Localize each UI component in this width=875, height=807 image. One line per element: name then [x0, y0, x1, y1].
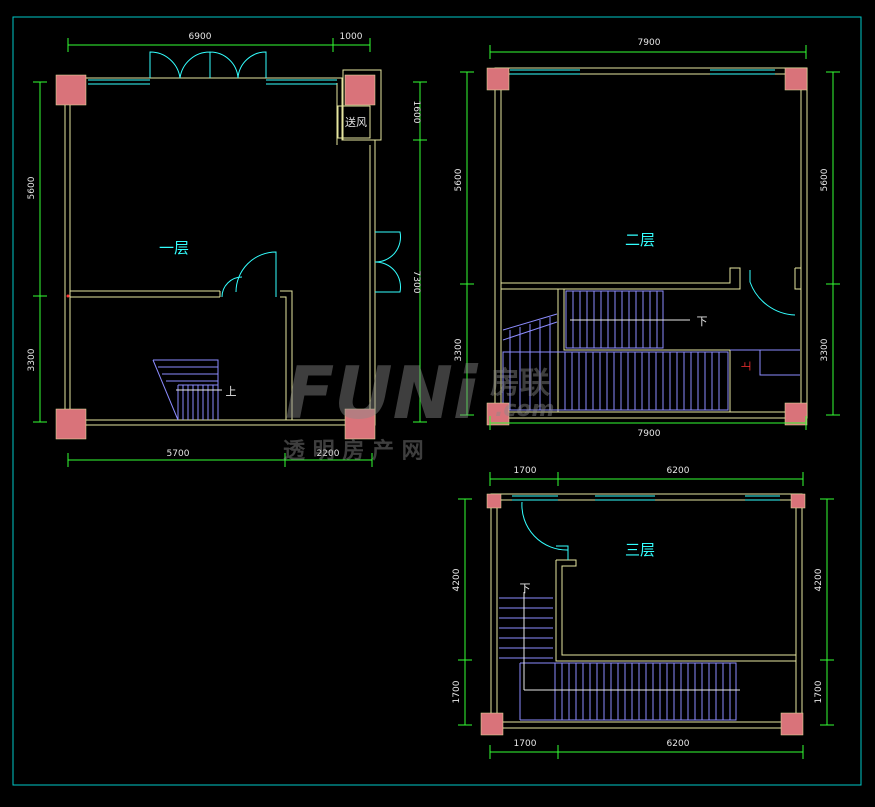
- floor2-stair-wall: [500, 289, 731, 412]
- floor3-dimension-lines: [458, 472, 834, 759]
- floor3-windows: [512, 495, 780, 560]
- floor1-dim-right-a: 1600: [411, 101, 421, 124]
- floor2-stair-label: 下: [697, 315, 708, 328]
- floor2-dim-left-a: 5600: [454, 168, 464, 191]
- floor2-windows: [510, 69, 796, 316]
- floor1-doors: [88, 51, 401, 298]
- column: [790, 493, 806, 509]
- floor3-dim-top-b: 6200: [667, 466, 690, 476]
- floor2-interior-wall: [501, 267, 801, 290]
- floor3-interior-wall: [555, 559, 796, 662]
- floor1-interior-wall: [70, 290, 293, 420]
- floor1-side-door: [374, 231, 401, 293]
- column: [780, 712, 804, 736]
- floor1-label: 一层: [159, 239, 189, 257]
- floor2-dim-bottom: 7900: [638, 429, 661, 439]
- column: [55, 408, 87, 440]
- floor2-plan: [494, 67, 808, 419]
- column: [344, 408, 376, 440]
- floor3-door: [521, 501, 569, 560]
- column: [55, 74, 87, 106]
- floor3-dimension-text: 1700 6200 4200 1700 4200 1700 1700 6200: [452, 466, 824, 749]
- floor2-label: 二层: [625, 231, 655, 249]
- floor1-window-top: [88, 79, 337, 85]
- floor3-label: 三层: [625, 541, 655, 559]
- floor3-dim-right-a: 4200: [814, 568, 824, 591]
- floor2-door: [749, 270, 796, 316]
- floor3-stair: [499, 597, 737, 721]
- floor3-dim-left-a: 4200: [452, 568, 462, 591]
- floor1-dim-top-a: 6900: [189, 32, 212, 42]
- floor2-inner-wall: [500, 73, 802, 413]
- floor2-window-top: [510, 69, 775, 75]
- floor1-shaft-inner: [337, 105, 371, 139]
- floor2-columns: [486, 67, 808, 426]
- column: [486, 493, 502, 509]
- floor3-window-top: [512, 495, 780, 501]
- floor1-room-door: [221, 251, 277, 298]
- floor2-dim-right-b: 3300: [820, 338, 830, 361]
- floor2-dim-left-b: 3300: [454, 338, 464, 361]
- floor2-dimension-text: 7900 5600 3300 5600 3300 7900: [454, 38, 830, 439]
- drawing-frame: [12, 16, 862, 786]
- red-marker: [66, 294, 70, 298]
- floor3-columns: [480, 493, 806, 736]
- floor1-dim-left-a: 5600: [27, 176, 37, 199]
- floor1-shaft-label: 送风: [345, 115, 367, 129]
- watermark-logo-com: .com: [495, 397, 554, 422]
- floor1-stair: [152, 359, 219, 421]
- column: [486, 67, 510, 91]
- floor1-dim-right-b: 7300: [411, 271, 421, 294]
- floor1-outer-wall: [64, 77, 376, 426]
- floor2-outer-wall: [494, 67, 808, 419]
- floor1-stair-label: 上: [226, 385, 237, 398]
- floor1-dim-left-b: 3300: [27, 348, 37, 371]
- floor1-dim-bottom-a: 5700: [167, 449, 190, 459]
- watermark: FUNi 房联 .com 透 明 房 产 网: [283, 351, 554, 464]
- floor3-dim-bottom-a: 1700: [514, 739, 537, 749]
- watermark-logo: FUNi: [285, 351, 479, 435]
- column: [784, 402, 808, 426]
- floor2-dim-right-a: 5600: [820, 168, 830, 191]
- watermark-tagline: 透 明 房 产 网: [283, 438, 424, 464]
- floor3-outer-wall: [490, 493, 803, 729]
- floor3-dim-right-b: 1700: [814, 680, 824, 703]
- floor3-dim-left-b: 1700: [452, 680, 462, 703]
- floor1-shaft: [342, 69, 382, 141]
- column: [784, 67, 808, 91]
- floor1-dim-top-b: 1000: [340, 32, 363, 42]
- column: [344, 74, 376, 106]
- floor3-stair-label: 下: [520, 582, 531, 595]
- column: [486, 402, 510, 426]
- floor2-mark-label: 上: [741, 361, 753, 371]
- floor1-plan: [64, 69, 382, 426]
- floor1-entrance-door: [149, 51, 267, 79]
- watermark-logo-cn: 房联: [490, 366, 550, 401]
- floor3-dim-bottom-b: 6200: [667, 739, 690, 749]
- column: [480, 712, 504, 736]
- floor2-stair: [502, 290, 800, 411]
- floor1-columns: [55, 74, 376, 440]
- floor1-dim-bottom-b: 2200: [317, 449, 340, 459]
- floor1-dimension-text: 6900 1000 5600 3300 1600 7300 5700 2200: [27, 32, 421, 459]
- floor3-dim-top-a: 1700: [514, 466, 537, 476]
- floor2-dim-top: 7900: [638, 38, 661, 48]
- floor1-dimension-lines: [33, 38, 427, 467]
- floor2-dimension-lines: [460, 45, 840, 430]
